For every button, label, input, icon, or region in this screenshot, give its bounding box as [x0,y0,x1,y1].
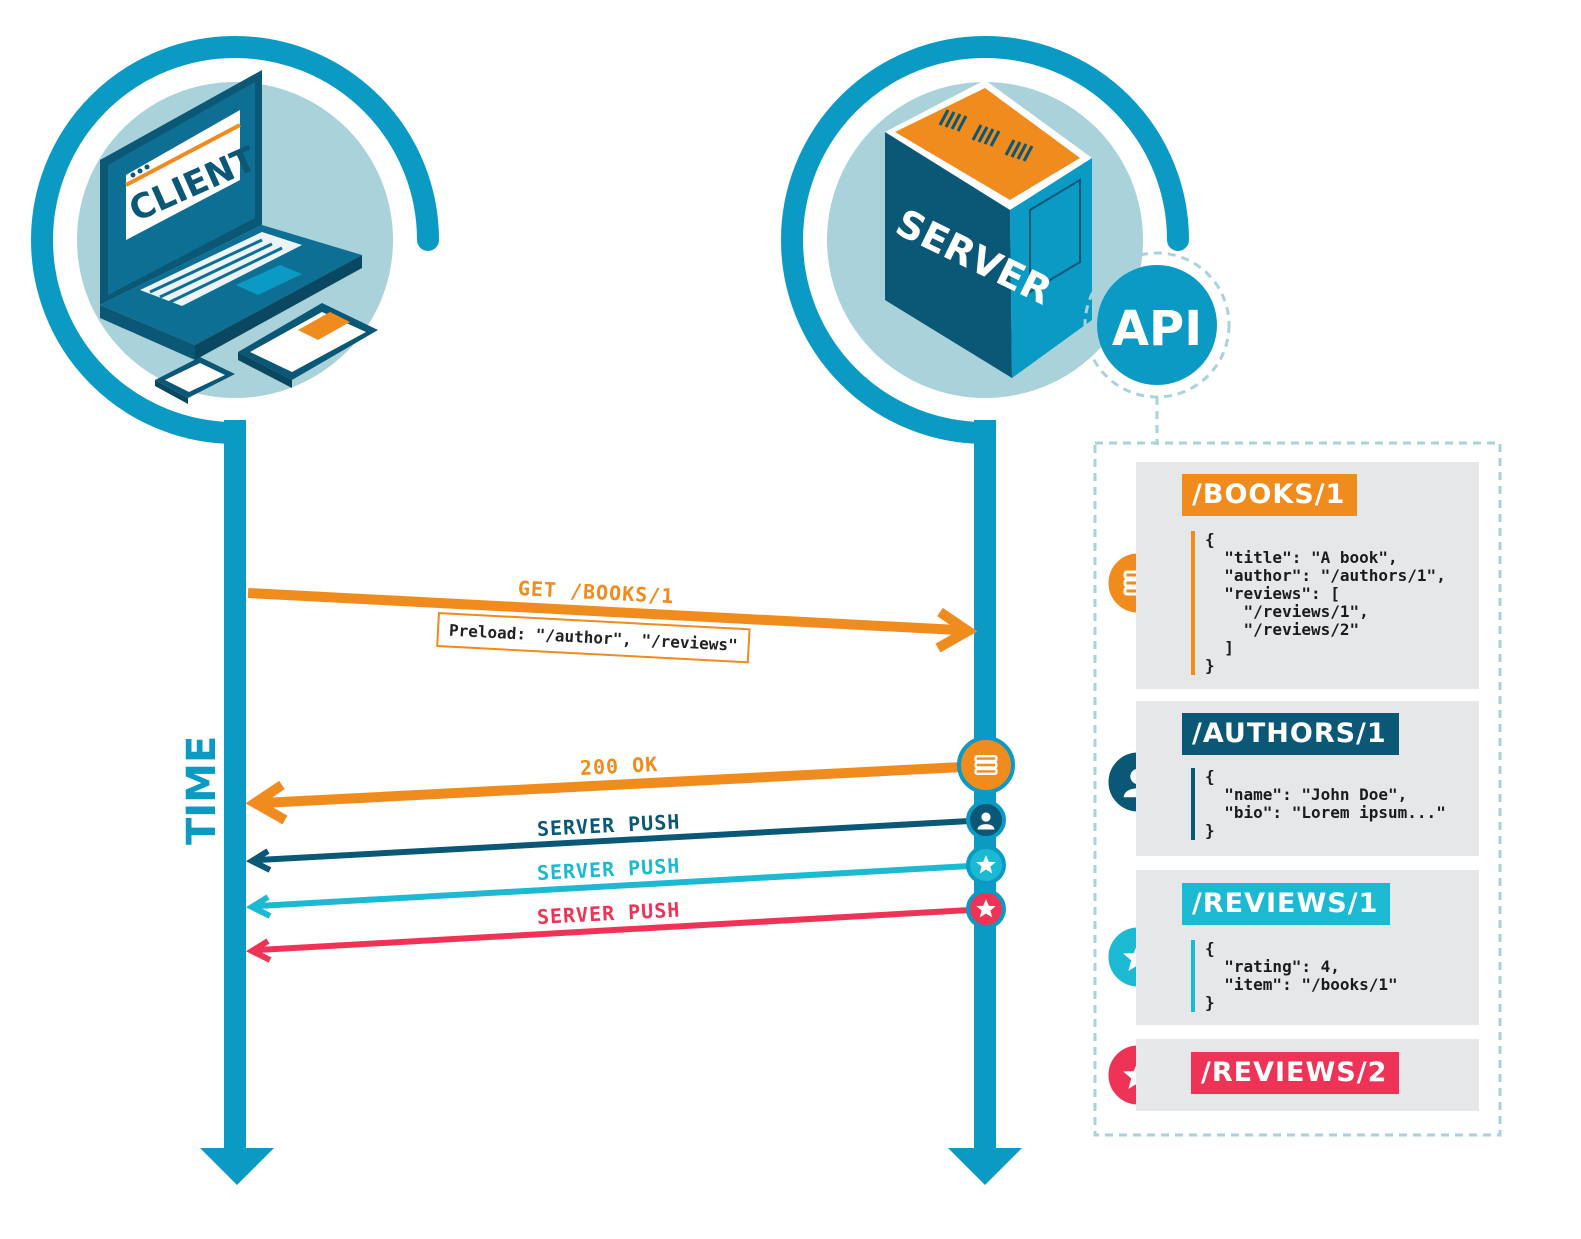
request-arrow [247,588,978,653]
api-panel-border [1093,441,1502,1137]
marker-user-icon [966,800,1006,840]
resource-json-authors: { "name": "John Doe", "bio": "Lorem ipsu… [1191,768,1446,840]
push-arrow-author [245,818,971,873]
resource-path-books: /BOOKS/1 [1182,474,1358,516]
tablet-icon [238,303,378,388]
server-time-arrowhead [948,1148,1022,1185]
resource-json-books: { "title": "A book", "author": "/authors… [1191,531,1446,675]
laptop-icon [100,70,362,360]
api-badge: API [1083,251,1231,445]
marker-star-red-icon [966,889,1006,929]
svg-text:API: API [1112,301,1202,357]
response-label-200: 200 OK [579,751,659,780]
resource-path-review1: /REVIEWS/1 [1182,883,1391,925]
resource-path-authors: /AUTHORS/1 [1182,713,1399,755]
response-arrow-200 [245,762,963,825]
marker-books-icon [957,736,1015,794]
push-arrow-review1 [245,863,971,919]
phone-icon [155,357,235,404]
resource-path-review2: /REVIEWS/2 [1191,1052,1400,1094]
push-arrow-review2 [245,907,971,963]
resource-json-review1: { "rating": 4, "item": "/books/1" } [1191,940,1398,1012]
marker-star-cyan-icon [966,845,1006,885]
time-label: TIME [179,736,225,845]
server-icon [885,80,1092,378]
client-time-arrowhead [200,1148,274,1185]
